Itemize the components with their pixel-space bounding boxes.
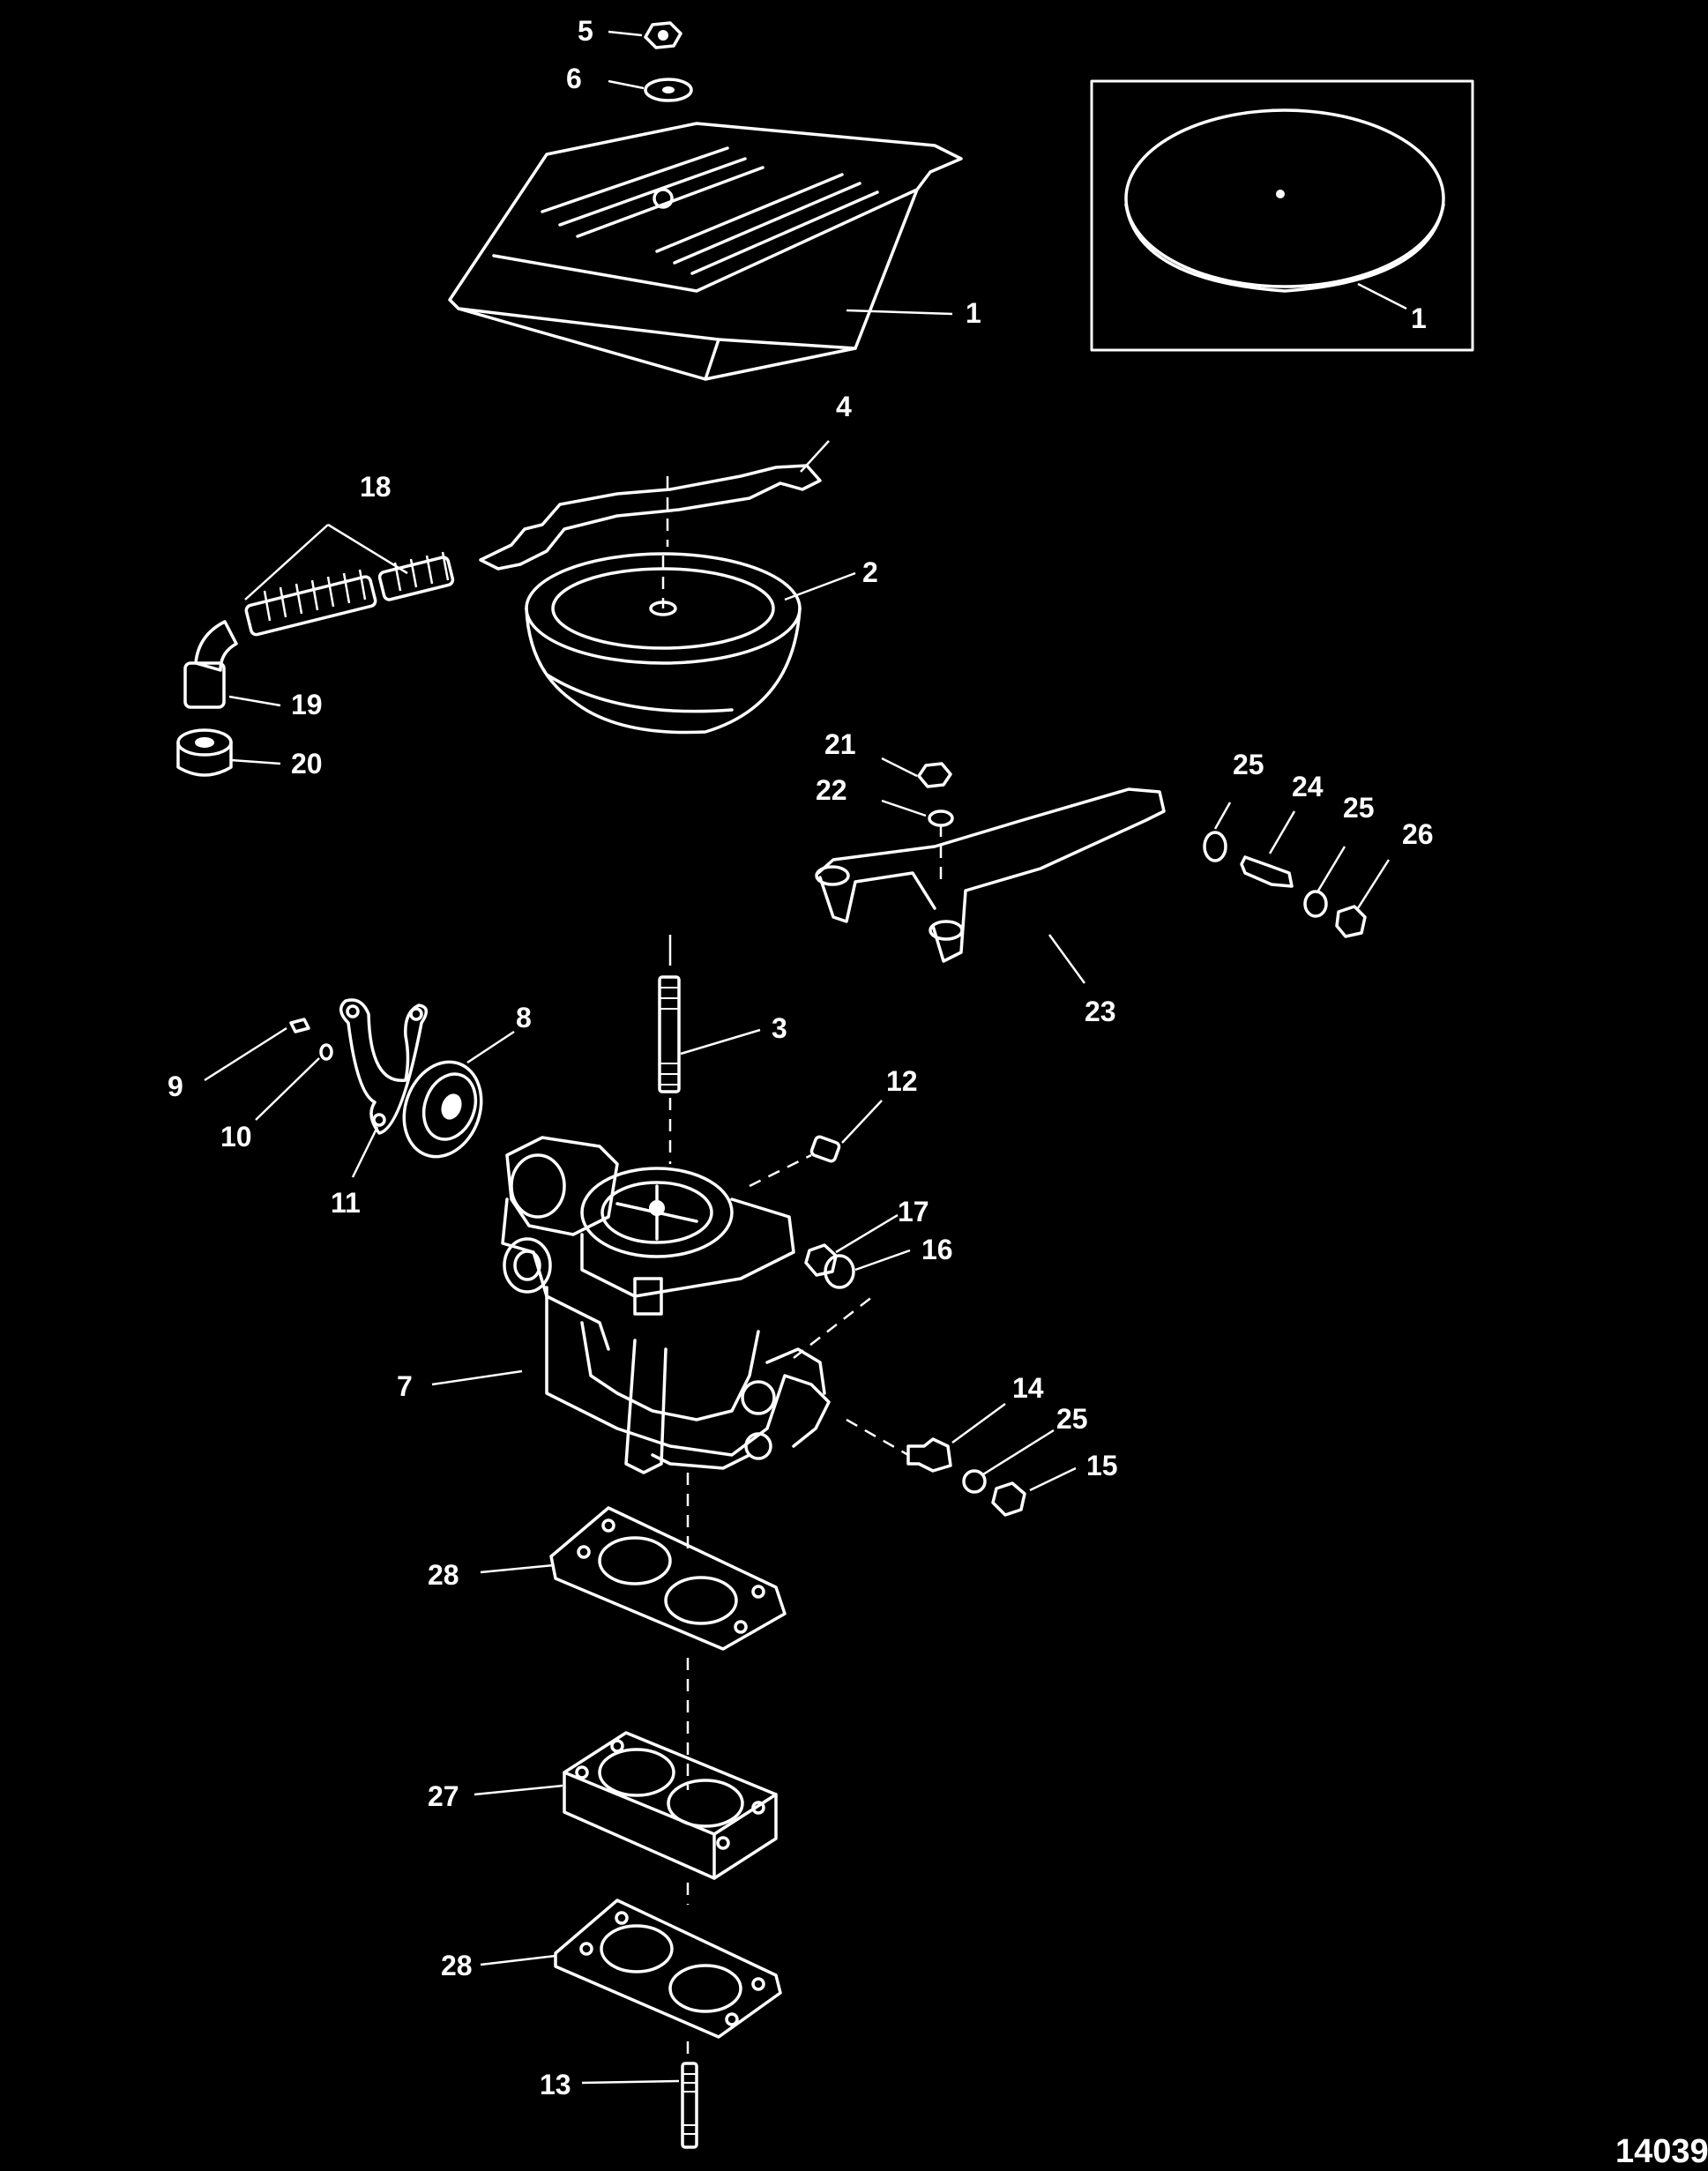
support-bracket-part-23 [815,787,1166,963]
callout-6: 6 [566,63,582,94]
callout-26: 26 [1402,818,1434,850]
callout-25-upper: 25 [1233,749,1264,780]
callout-7: 7 [397,1370,413,1402]
flame-arrestor-cover-part-1 [448,122,963,381]
diaphragm-part-8 [402,1060,483,1159]
washer-part-25-lower [962,1469,987,1494]
washer-part-10 [319,1043,333,1061]
callout-1-cover: 1 [966,297,981,329]
callout-17: 17 [898,1196,929,1227]
leader-lines [204,30,1407,2085]
gasket-part-28-lower [554,1899,782,2039]
fitting-part-17 [804,1243,838,1277]
spacer-part-27 [563,1731,778,1880]
callout-12: 12 [886,1065,918,1097]
callout-2: 2 [862,556,878,588]
callout-16: 16 [921,1234,953,1265]
callout-15: 15 [1086,1450,1118,1481]
elbow-fitting-part-19 [183,620,238,709]
inset-alternate-cover [1090,79,1474,352]
callout-1-inset: 1 [1411,302,1427,334]
nut-part-15 [991,1481,1026,1517]
stud-part-13 [681,2062,698,2149]
callout-19: 19 [291,689,323,720]
grommet-part-20 [176,728,233,777]
callout-labels: 1 1 2 3 4 5 6 7 8 9 10 11 12 13 14 15 16… [168,15,1708,2170]
stud-part-14 [906,1437,952,1473]
nut-part-21 [917,762,952,788]
callout-27: 27 [428,1780,459,1812]
screw-part-9 [289,1018,310,1033]
callout-11: 11 [331,1187,361,1219]
callout-28-lower: 28 [441,1950,473,1981]
callout-25-lower: 25 [1056,1403,1088,1435]
callout-22: 22 [816,774,847,806]
callout-24: 24 [1292,771,1324,802]
gasket-part-28-upper [549,1506,787,1651]
washer-part-6 [644,78,693,102]
callout-4: 4 [836,391,852,422]
plug-part-12 [809,1135,841,1163]
flame-arrestor-part-2 [525,552,802,735]
callout-28-upper: 28 [428,1559,459,1591]
callout-14: 14 [1012,1372,1044,1404]
callout-21: 21 [824,728,856,760]
retainer-part-11 [339,998,428,1135]
nut-part-5 [644,21,682,49]
callout-8: 8 [516,1002,532,1033]
hose-part-18 [244,551,455,637]
callout-10: 10 [220,1121,252,1153]
washer-part-25-upper [1203,831,1227,862]
fitting-part-16 [824,1254,855,1289]
stud-part-3 [658,935,681,1164]
carburetor-part-7 [501,1136,831,1474]
callout-13: 13 [540,2069,571,2100]
washer-part-25-mid [1303,890,1328,918]
callout-20: 20 [291,748,323,780]
callout-5: 5 [578,15,593,47]
callout-3: 3 [772,1012,787,1044]
callout-23: 23 [1085,996,1116,1027]
nut-part-26 [1335,905,1367,938]
figure-number: 14039 [1615,2133,1708,2170]
callout-25-mid: 25 [1343,792,1375,824]
stud-part-24 [1240,855,1294,888]
bracket-part-4 [479,464,822,571]
callout-18: 18 [360,471,392,503]
washer-part-22 [928,809,954,827]
callout-9: 9 [168,1071,183,1102]
